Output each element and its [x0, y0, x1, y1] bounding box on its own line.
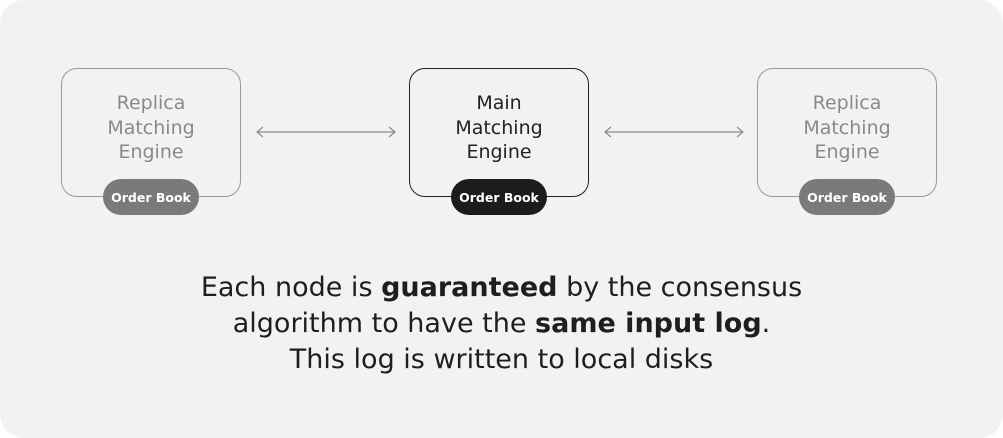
bidirectional-arrow-left [256, 126, 396, 138]
caption-emphasis: guaranteed [381, 272, 558, 303]
caption-line-2: algorithm to have the same input log. [0, 306, 1003, 342]
caption-line-3: This log is written to local disks [289, 344, 714, 375]
diagram-caption: Each node is guaranteed by the consensus… [0, 270, 1003, 378]
caption-emphasis: same input log [535, 308, 762, 339]
order-book-badge: Order Book [451, 179, 547, 215]
node-title: Replica Matching Engine [107, 92, 195, 163]
replica-engine-right: Replica Matching Engine Order Book [757, 68, 937, 215]
node-title: Main Matching Engine [455, 92, 543, 163]
order-book-badge: Order Book [103, 179, 199, 215]
replica-engine-left: Replica Matching Engine Order Book [61, 68, 241, 215]
caption-text: by the consensus [557, 272, 803, 303]
order-book-badge: Order Book [799, 179, 895, 215]
node-title: Replica Matching Engine [803, 92, 891, 163]
caption-line-1: Each node is guaranteed by the consensus [0, 270, 1003, 306]
bidirectional-arrow-right [604, 126, 744, 138]
caption-text: Each node is [200, 272, 382, 303]
main-engine: Main Matching Engine Order Book [409, 68, 589, 215]
caption-text: algorithm to have the [232, 308, 536, 339]
caption-text: . [761, 308, 771, 339]
